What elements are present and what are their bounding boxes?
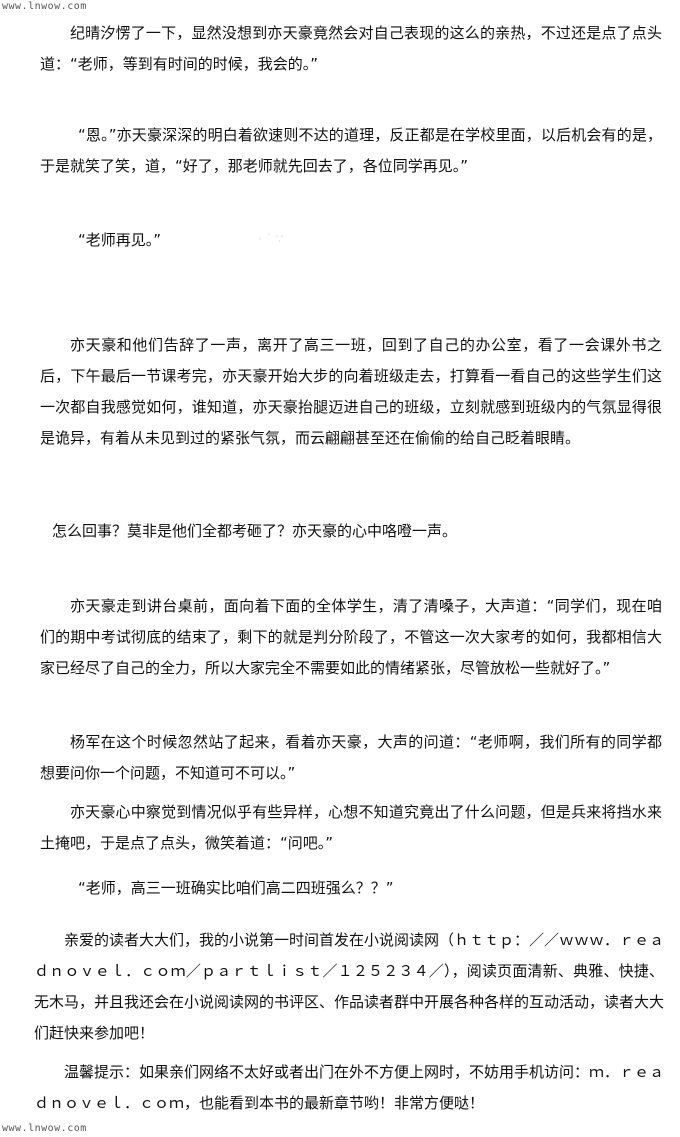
author-notice: 亲爱的读者大大们，我的小说第一时间首发在小说阅读网（ｈｔｔｐ：／／ｗｗｗ．ｒｅａ… [34,931,665,1042]
story-paragraph: 纪晴汐愣了一下，显然没想到亦天豪竟然会对自己表现的这么的亲热，不过还是点了点头道… [40,24,662,73]
story-paragraph: 怎么回事？莫非是他们全都考砸了？亦天豪的心中咯噔一声。 [52,522,458,540]
site-watermark-bottom: www.lnwow.com [2,1123,87,1134]
story-paragraph: “老师再见。” [78,231,162,249]
story-paragraph: 亦天豪走到讲台桌前，面向着下面的全体学生，清了清嗓子，大声道：“同学们，现在咱们… [40,597,662,677]
story-paragraph: “恩。”亦天豪深深的明白着欲速则不达的道理，反正都是在学校里面，以后机会有的是，… [40,126,662,175]
reading-tip: 温馨提示：如果亲们网络不太好或者出门在外不方便上网时，不妨用手机访问：ｍ．ｒｅａ… [34,1063,665,1112]
story-paragraph: 亦天豪心中察觉到情况似乎有些异样，心想不知道究竟出了什么问题，但是兵来将挡水来土… [40,803,662,852]
story-paragraph: 亦天豪和他们告辞了一声，离开了高三一班，回到了自己的办公室，看了一会课外书之后，… [40,336,662,447]
scan-smudge: · ˙ ∵ [258,232,284,246]
site-watermark-top: www.lnwow.com [2,1,87,12]
story-paragraph: 杨军在这个时候忽然站了起来，看着亦天豪，大声的问道：“老师啊，我们所有的同学都想… [40,733,662,782]
story-paragraph: “老师，高三一班确实比咱们高二四班强么？？” [78,879,394,897]
